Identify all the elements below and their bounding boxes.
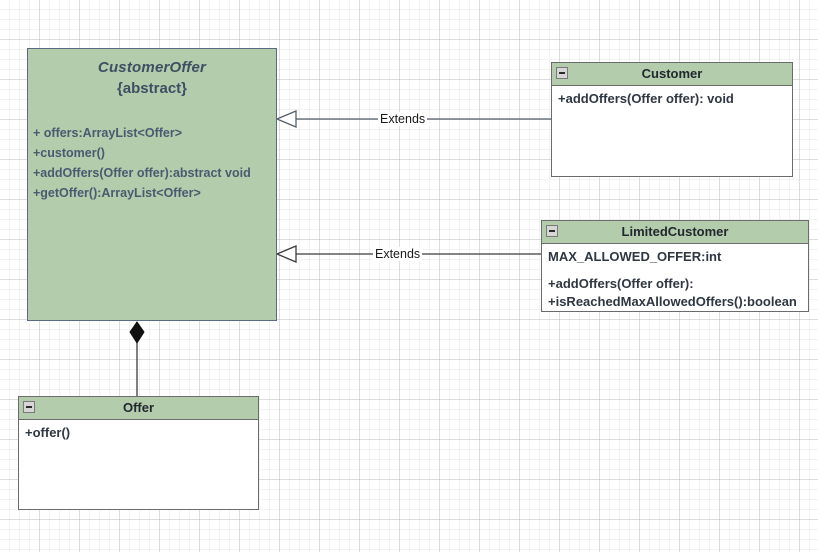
minus-glyph [549, 230, 555, 232]
edge-offer-composition [129, 321, 145, 396]
member-row: MAX_ALLOWED_OFFER:int [548, 249, 722, 264]
class-title-customer-offer: CustomerOffer [97, 59, 207, 76]
edge-label-limitedcustomer-extends: Extends [373, 247, 423, 261]
member-row: +customer() [33, 146, 105, 160]
class-node-limited-customer[interactable]: LimitedCustomer MAX_ALLOWED_OFFER:int +a… [541, 220, 809, 312]
member-row-spacer [548, 266, 808, 275]
class-header-customer: Customer [552, 63, 792, 86]
minus-glyph [559, 72, 565, 74]
class-members-offer: +offer() [19, 420, 258, 442]
class-node-offer[interactable]: Offer +offer() [18, 396, 259, 510]
class-members-limited-customer: MAX_ALLOWED_OFFER:int +addOffers(Offer o… [542, 244, 808, 311]
class-node-customer[interactable]: Customer +addOffers(Offer offer): void [551, 62, 793, 177]
class-title-customer: Customer [641, 66, 703, 81]
class-header-limited-customer: LimitedCustomer [542, 221, 808, 244]
class-title-offer: Offer [122, 400, 155, 415]
class-members-customer-offer: + offers:ArrayList<Offer> +customer() +a… [28, 97, 276, 203]
edge-label-customer-extends: Extends [378, 112, 428, 126]
member-row: + offers:ArrayList<Offer> [33, 126, 183, 140]
class-members-customer: +addOffers(Offer offer): void [552, 86, 792, 108]
collapse-minus-icon[interactable] [556, 67, 568, 79]
member-row: +addOffers(Offer offer): [548, 276, 694, 291]
member-row: +offer() [25, 425, 71, 440]
collapse-minus-icon[interactable] [546, 225, 558, 237]
class-node-customer-offer[interactable]: CustomerOffer {abstract} + offers:ArrayL… [27, 48, 277, 321]
minus-glyph [26, 406, 32, 408]
collapse-minus-icon[interactable] [23, 401, 35, 413]
member-row: +isReachedMaxAllowedOffers():boolean [548, 294, 797, 309]
member-row: +addOffers(Offer offer): void [558, 91, 734, 106]
member-row: +getOffer():ArrayList<Offer> [33, 186, 201, 200]
class-header-offer: Offer [19, 397, 258, 420]
member-row: +addOffers(Offer offer):abstract void [33, 166, 251, 180]
class-stereotype-abstract: {abstract} [116, 80, 188, 97]
class-title-limited-customer: LimitedCustomer [621, 224, 729, 239]
